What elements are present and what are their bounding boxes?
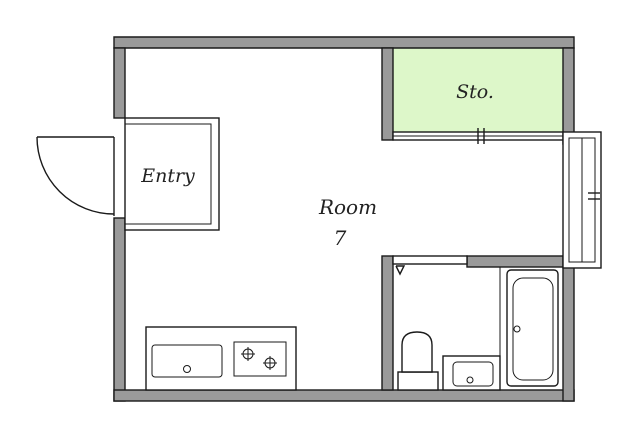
entry-label: Entry [140, 165, 195, 187]
sink [151, 344, 223, 378]
storage-area [392, 47, 564, 133]
burner-icon [241, 347, 255, 361]
window [562, 131, 602, 269]
room-size: 7 [334, 226, 347, 250]
storage-label: Sto. [456, 81, 494, 103]
wash-basin [442, 355, 501, 391]
bath-walls [381, 255, 564, 391]
outer-walls [113, 36, 575, 402]
entry-area [124, 117, 220, 231]
bathtub [506, 269, 559, 387]
toilet [397, 331, 439, 391]
burner-icon [263, 356, 277, 370]
stove [233, 341, 287, 377]
room-label: Room [318, 195, 377, 219]
entry-door [36, 136, 115, 216]
kitchen-counter [145, 326, 297, 391]
